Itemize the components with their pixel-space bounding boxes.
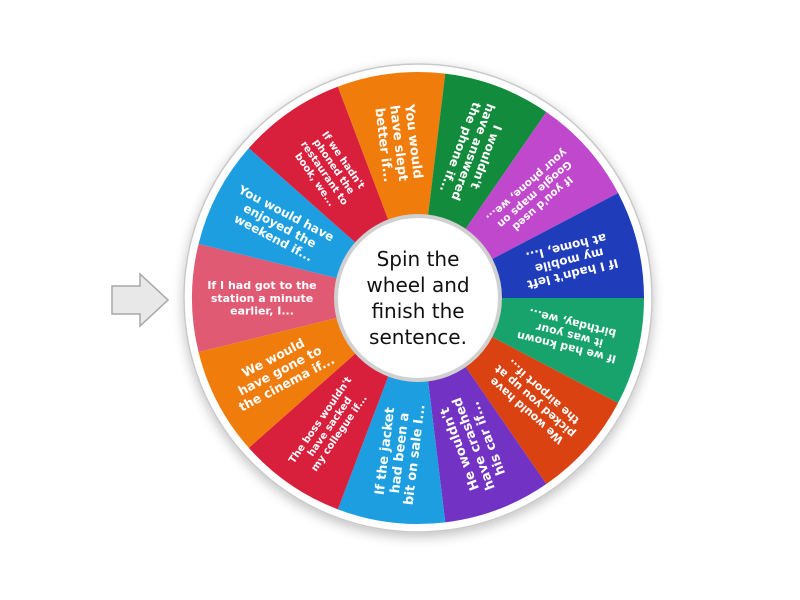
- wheel-hub[interactable]: [334, 214, 502, 382]
- wheel-segment: [427, 73, 547, 234]
- hub-prompt-line: finish the: [371, 299, 464, 323]
- wheel-segment: [192, 243, 343, 353]
- wheel-segment: [462, 112, 619, 262]
- arrow-right-icon: [111, 272, 170, 328]
- wheel-segment: [248, 86, 391, 247]
- wheel-segment: [427, 362, 547, 523]
- wheel-segment: [462, 334, 619, 484]
- hub-prompt-line: wheel and: [366, 273, 469, 297]
- wheel-segment: [198, 316, 360, 448]
- wheel-segment: [198, 148, 360, 280]
- wheel-segment: [248, 349, 391, 510]
- wheel-segment-label: You wouldhave sleptbetter if...: [371, 102, 425, 183]
- hub-prompt-line: sentence.: [369, 325, 467, 349]
- hub-prompt-line: Spin the: [377, 247, 460, 271]
- wheel-segment: [487, 192, 644, 298]
- wheel-segment: [337, 72, 446, 226]
- wheel-segment: [337, 370, 446, 524]
- wheel-segment: [487, 298, 644, 404]
